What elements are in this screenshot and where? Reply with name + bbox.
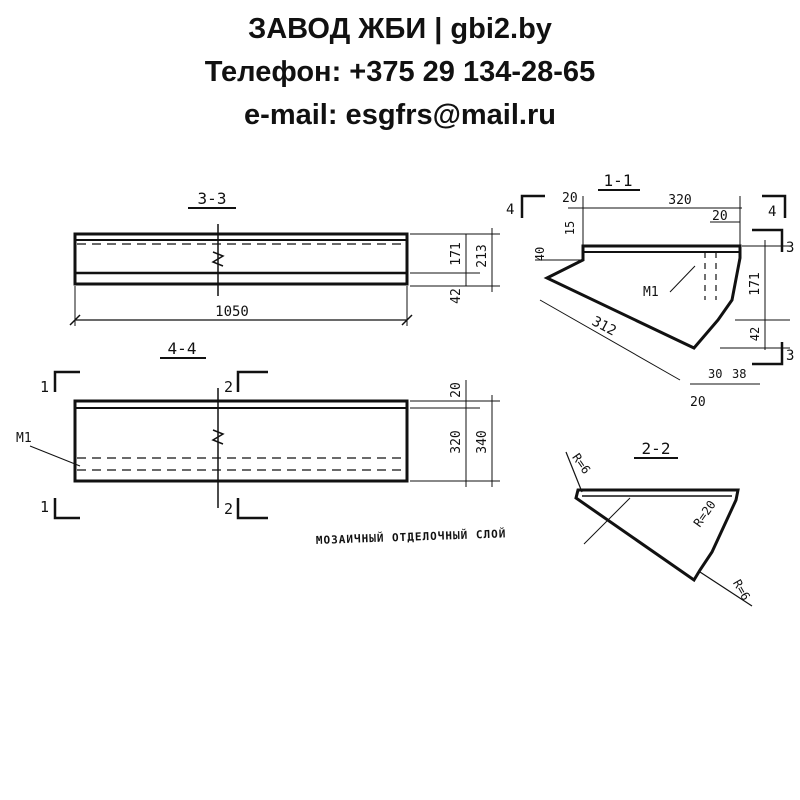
cut-2-top: 2 (224, 378, 233, 396)
section-4-4-title: 4-4 (168, 339, 197, 358)
company-title: ЗАВОД ЖБИ | gbi2.by (248, 13, 552, 45)
section-4-4-mark: M1 (16, 431, 32, 446)
section-2-2-r-top-leader (565, 451, 583, 493)
section-3-3-dim-a: 171 (449, 242, 464, 265)
section-3-3-dim-length: 1050 (215, 304, 249, 320)
section-1-1-dim-312: 312 (589, 313, 619, 339)
phone-line: Телефон: +375 29 134-28-65 (204, 56, 596, 88)
section-3-3-dim-b: 213 (475, 244, 490, 267)
section-4-4-dim-c: 340 (475, 430, 490, 453)
cut-3-top: 3 (786, 240, 794, 256)
section-1-1-title: 1-1 (604, 171, 633, 190)
section-1-1-dim-20b: 20 (712, 209, 728, 224)
section-1-1-dim-top: 320 (668, 193, 691, 208)
section-4-4-dim-b: 320 (449, 430, 464, 453)
cut-marker-1-top (53, 370, 80, 392)
cut-4-right: 4 (768, 204, 776, 220)
note-leader (583, 497, 631, 545)
section-3-3: 3-3 1050 171 213 42 (69, 189, 500, 326)
cut-marker-4-right (762, 194, 787, 218)
cut-marker-2-top (236, 370, 268, 392)
cut-marker-1-bottom (53, 498, 80, 520)
section-2-2-r-right: R=20 (691, 498, 719, 530)
section-1-1-dim-312-line (539, 299, 681, 381)
section-1-1: 1-1 M1 320 20 20 15 40 171 42 312 30 38 (506, 171, 794, 410)
section-1-1-dim-30: 30 (708, 367, 722, 381)
cut-marker-3-top (752, 228, 784, 252)
section-2-2-profile (574, 488, 740, 583)
cut-marker-2-bottom (236, 498, 268, 520)
section-3-3-dim-c: 42 (449, 288, 464, 304)
cut-1-bottom: 1 (40, 498, 49, 516)
section-1-1-mark-leader (669, 265, 696, 293)
section-1-1-dim-20a: 20 (562, 191, 578, 206)
section-2-2-r-top: R=6 (569, 451, 593, 477)
section-3-3-tick-right (401, 314, 413, 326)
section-4-4-body (73, 399, 409, 483)
section-1-1-dim-38: 38 (732, 367, 746, 381)
section-3-3-break-mark (211, 251, 225, 267)
section-4-4-mark-leader (29, 445, 81, 467)
finishing-layer-note: МОЗАИЧНЫЙ ОТДЕЛОЧНЫЙ СЛОЙ (316, 527, 507, 547)
section-1-1-dim-171: 171 (748, 272, 763, 295)
cut-marker-3-bottom (752, 342, 784, 366)
section-4-4: 4-4 M1 1 1 2 2 20 320 340 (16, 339, 500, 520)
section-1-1-dim-15: 15 (563, 221, 577, 235)
cut-4-left: 4 (506, 202, 514, 218)
cut-2-bottom: 2 (224, 500, 233, 518)
section-2-2-title: 2-2 (642, 439, 671, 458)
section-2-2-r-bottom-leader (699, 571, 753, 607)
section-1-1-dim-40: 40 (533, 247, 547, 261)
section-1-1-mark: M1 (643, 285, 659, 300)
section-1-1-dim-20c: 20 (690, 395, 706, 410)
section-4-4-dim-a: 20 (449, 382, 464, 398)
cut-1-top: 1 (40, 378, 49, 396)
section-1-1-profile (543, 244, 742, 350)
header: ЗАВОД ЖБИ | gbi2.by Телефон: +375 29 134… (0, 8, 800, 137)
section-2-2: 2-2 R=6 R=20 R=6 (565, 439, 753, 607)
cut-3-bottom: 3 (786, 348, 794, 364)
section-3-3-body (73, 232, 409, 286)
section-3-3-tick-left (69, 314, 81, 326)
section-2-2-r-bottom: R=6 (730, 577, 753, 603)
cut-marker-4-left (520, 194, 545, 218)
section-1-1-dim-42: 42 (748, 327, 762, 341)
email-line: e-mail: esgfrs@mail.ru (244, 99, 556, 131)
section-3-3-title: 3-3 (198, 189, 227, 208)
section-4-4-break-mark (211, 429, 225, 445)
